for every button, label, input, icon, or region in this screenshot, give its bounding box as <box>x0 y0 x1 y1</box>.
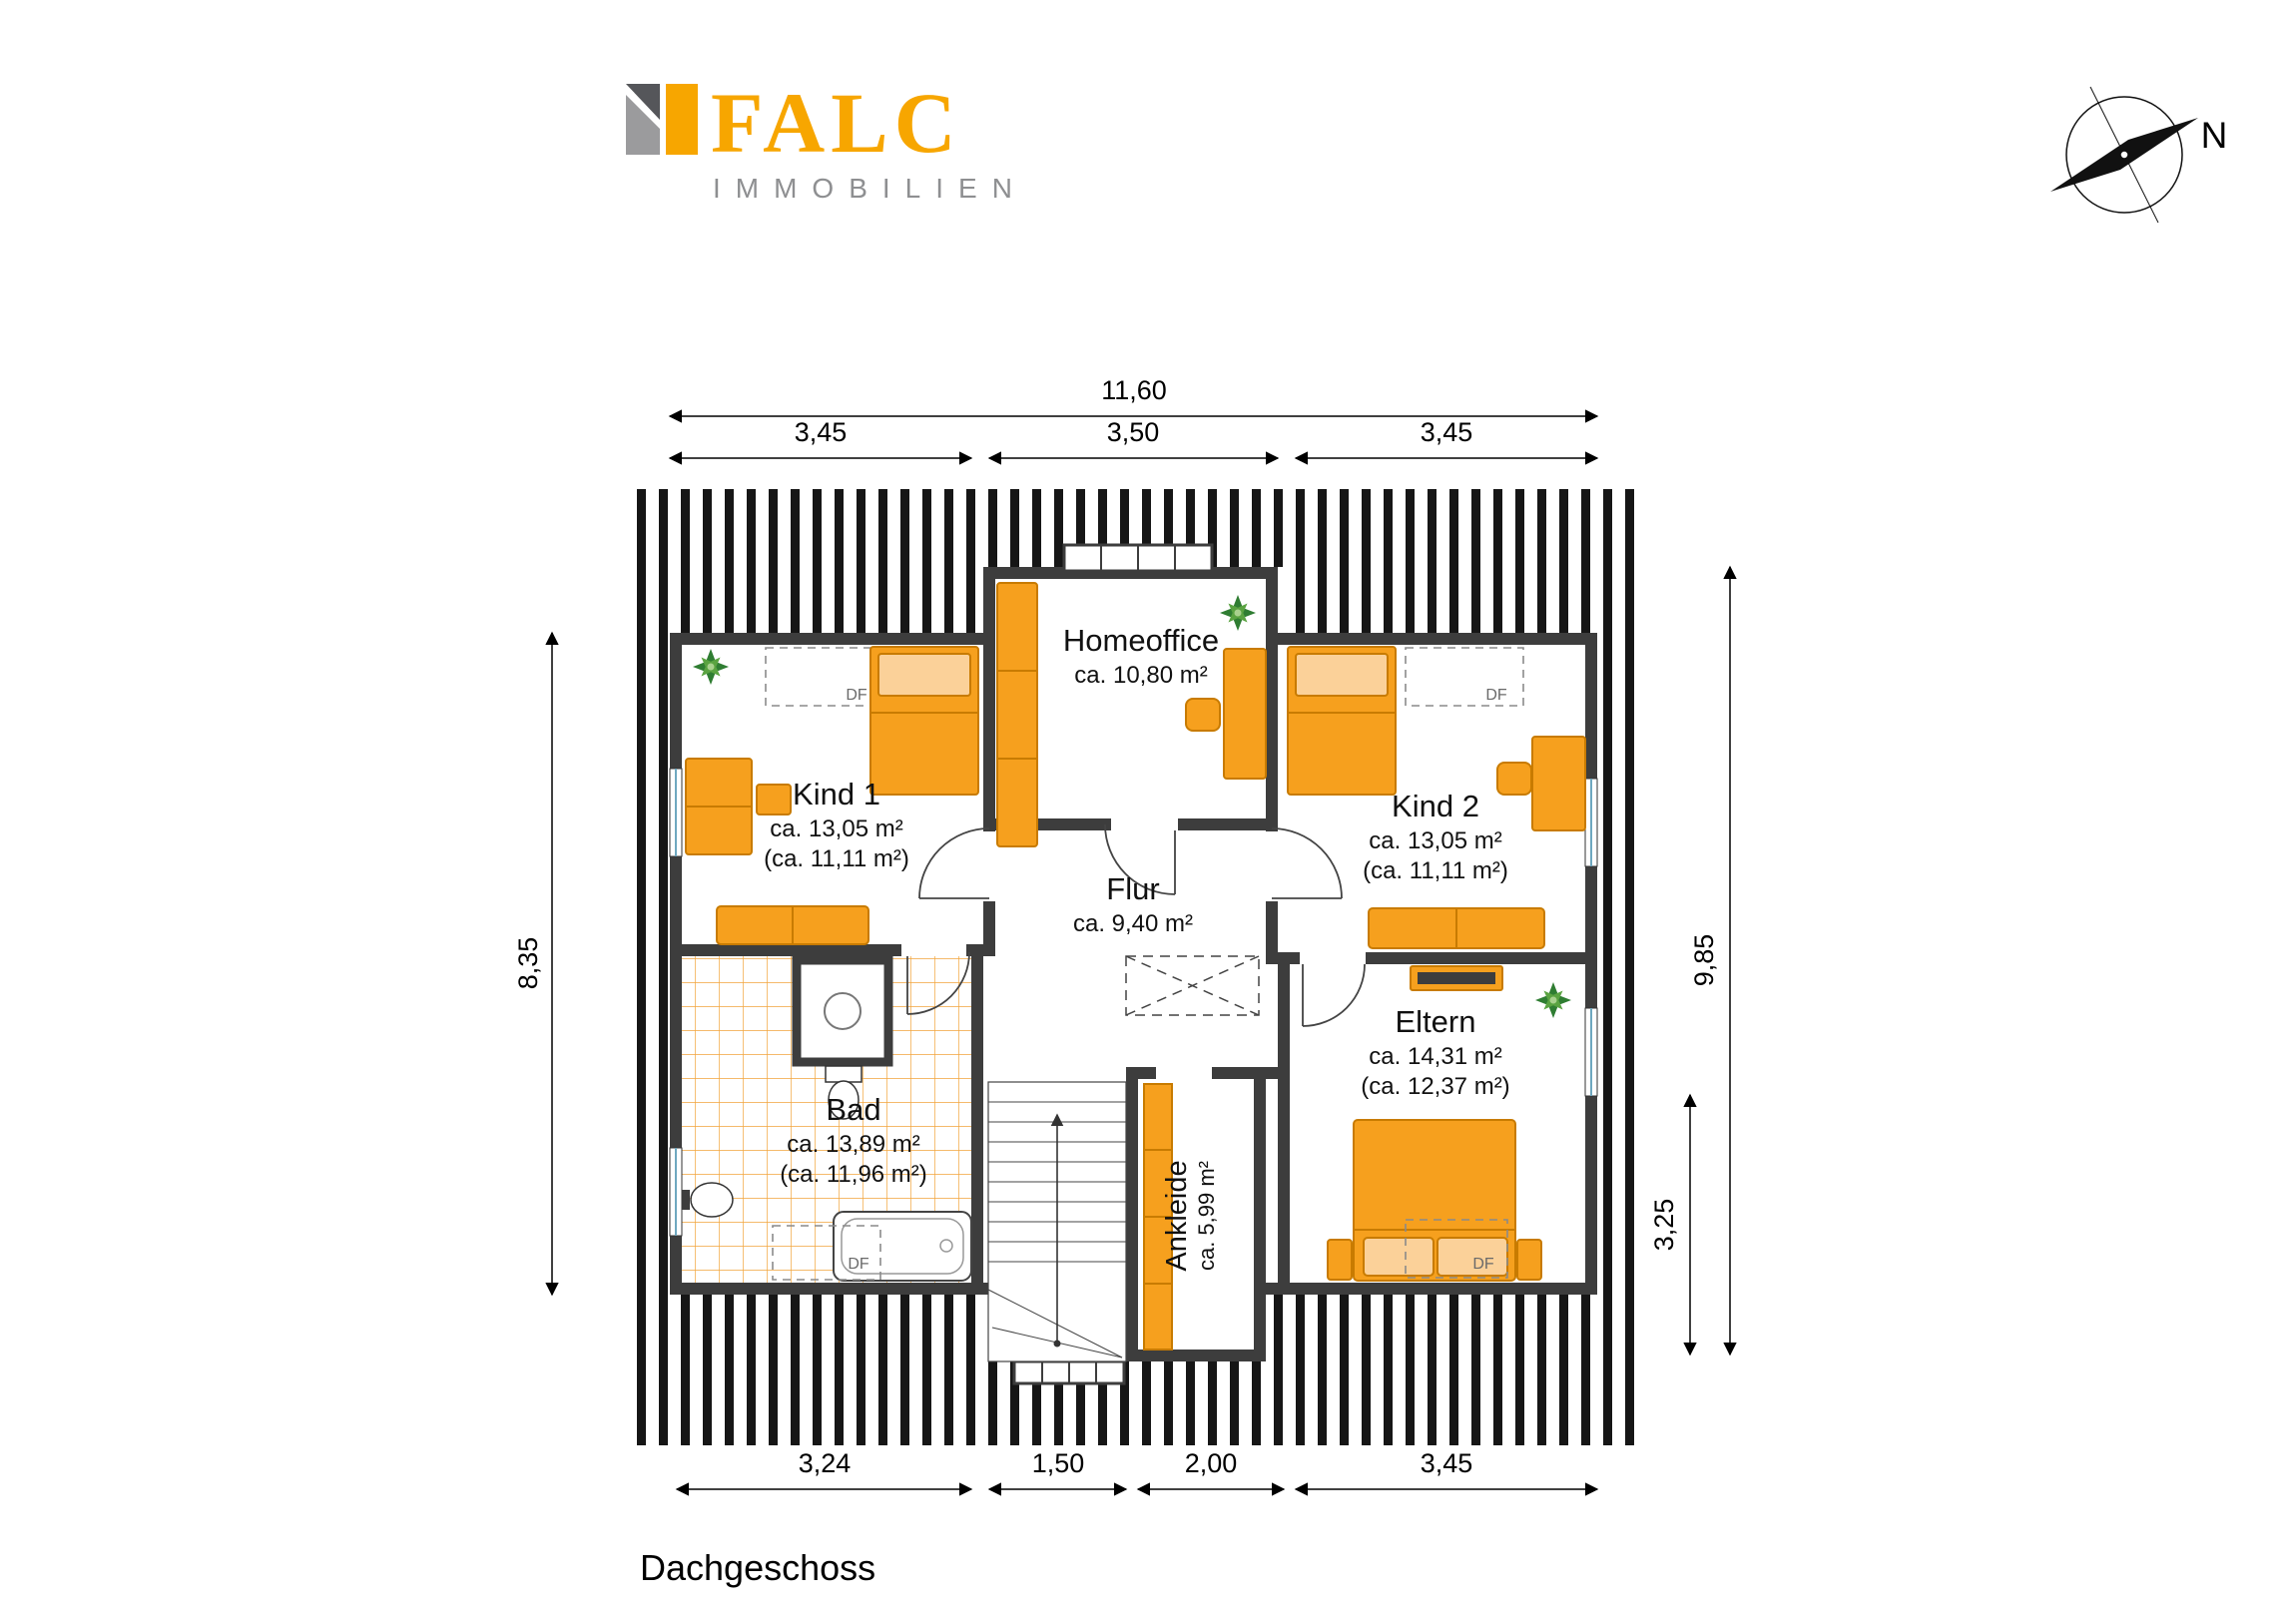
dim-top-2: 3,50 <box>1107 417 1160 447</box>
room-ankleide-area: ca. 5,99 m² <box>1194 1161 1219 1271</box>
room-eltern-name: Eltern <box>1396 1004 1476 1039</box>
falc-logo-mark <box>626 84 698 155</box>
door-eltern <box>1302 963 1366 1027</box>
compass: N <box>2050 86 2228 224</box>
df-box-eltern <box>1405 1219 1508 1279</box>
brand-name: FALC <box>711 75 962 171</box>
brand-subtitle: IMMOBILIEN <box>713 173 1027 204</box>
shower <box>792 955 893 1067</box>
room-homeoffice-name: Homeoffice <box>1063 623 1219 658</box>
df-box-kind2 <box>1405 647 1524 707</box>
falc-logo: FALC IMMOBILIEN <box>626 75 1027 204</box>
nightstand-right <box>1516 1239 1542 1281</box>
df-box-bad <box>772 1225 881 1281</box>
nightstand-left <box>1327 1239 1353 1281</box>
room-ankleide-label: Ankleide ca. 5,99 m² <box>1161 1160 1219 1271</box>
room-bad-area: ca. 13,89 m² <box>787 1131 919 1158</box>
df-label-bad: DF <box>848 1256 869 1273</box>
bath-fixtures <box>682 955 972 1282</box>
dim-left: 8,35 <box>513 937 543 990</box>
chair-kind2 <box>1496 762 1532 796</box>
furniture <box>685 582 1586 1351</box>
window-kind2-right <box>1584 778 1598 867</box>
door-kind1 <box>918 827 990 899</box>
room-kind1-name: Kind 1 <box>793 777 880 812</box>
dim-top-1: 3,45 <box>795 417 848 447</box>
dim-bottom-3: 2,00 <box>1185 1448 1238 1478</box>
sofa-kind2 <box>1368 907 1545 949</box>
sideboard-eltern <box>1410 965 1503 991</box>
vent-bottom <box>1012 1359 1126 1385</box>
cabinet-homeoffice <box>996 582 1038 847</box>
doors <box>906 823 1366 1027</box>
window-eltern-right <box>1584 1007 1598 1097</box>
sink <box>682 1182 734 1218</box>
sofa-kind1 <box>716 905 869 945</box>
stair-void-outline <box>1125 955 1260 1016</box>
room-bad-area-reduced: (ca. 11,96 m²) <box>780 1161 927 1188</box>
dim-bottom-4: 3,45 <box>1421 1448 1473 1478</box>
room-kind2-area-reduced: (ca. 11,11 m²) <box>1363 857 1508 884</box>
room-homeoffice-area: ca. 10,80 m² <box>1074 662 1207 689</box>
windows <box>669 768 1598 1237</box>
vent-top <box>1062 543 1214 573</box>
desk-kind2 <box>1531 736 1586 831</box>
dim-top-total: 11,60 <box>1101 375 1167 405</box>
dim-right: 9,85 <box>1689 934 1719 987</box>
desk-homeoffice <box>1223 648 1267 780</box>
table-kind1 <box>756 784 792 815</box>
room-kind2-name: Kind 2 <box>1392 789 1479 823</box>
room-kind1-area: ca. 13,05 m² <box>770 815 902 842</box>
wardrobe-ankleide <box>1143 1083 1173 1351</box>
north-label: N <box>2201 115 2228 156</box>
dim-bottom-2: 1,50 <box>1032 1448 1085 1478</box>
dim-right-lower: 3,25 <box>1649 1199 1679 1252</box>
df-label-eltern: DF <box>1472 1256 1494 1273</box>
df-label-kind2: DF <box>1485 687 1507 704</box>
bed-eltern <box>1353 1119 1516 1282</box>
dimensions: 11,60 3,45 3,50 3,45 8,35 9,85 3,25 3,24… <box>513 375 1737 1496</box>
staircase <box>987 1081 1127 1362</box>
toilet <box>825 1065 862 1120</box>
door-kind2 <box>1271 827 1343 899</box>
chair-homeoffice <box>1185 698 1221 732</box>
bathtub <box>833 1211 972 1282</box>
window-kind1-left <box>669 768 683 857</box>
room-flur-name: Flur <box>1106 871 1159 906</box>
door-bad <box>906 951 970 1015</box>
compass-icon <box>2050 86 2198 224</box>
room-kind1-area-reduced: (ca. 11,11 m²) <box>764 845 909 872</box>
floor-title: Dachgeschoss <box>640 1547 875 1588</box>
bed-kind1 <box>869 646 979 796</box>
door-homeoffice <box>1104 823 1176 895</box>
room-eltern-area: ca. 14,31 m² <box>1369 1043 1501 1070</box>
window-bad-left <box>669 1147 683 1237</box>
room-eltern-area-reduced: (ca. 12,37 m²) <box>1361 1073 1509 1100</box>
room-flur-area: ca. 9,40 m² <box>1073 910 1193 937</box>
room-kind2-area: ca. 13,05 m² <box>1369 827 1501 854</box>
dim-top-3: 3,45 <box>1421 417 1473 447</box>
room-labels: Homeoffice ca. 10,80 m² Kind 1 ca. 13,05… <box>764 623 1510 1273</box>
bed-kind2 <box>1287 646 1397 796</box>
dim-bottom-1: 3,24 <box>799 1448 852 1478</box>
df-label-kind1: DF <box>846 687 867 704</box>
room-ankleide-name: Ankleide <box>1161 1160 1193 1271</box>
room-bad-name: Bad <box>826 1092 880 1127</box>
